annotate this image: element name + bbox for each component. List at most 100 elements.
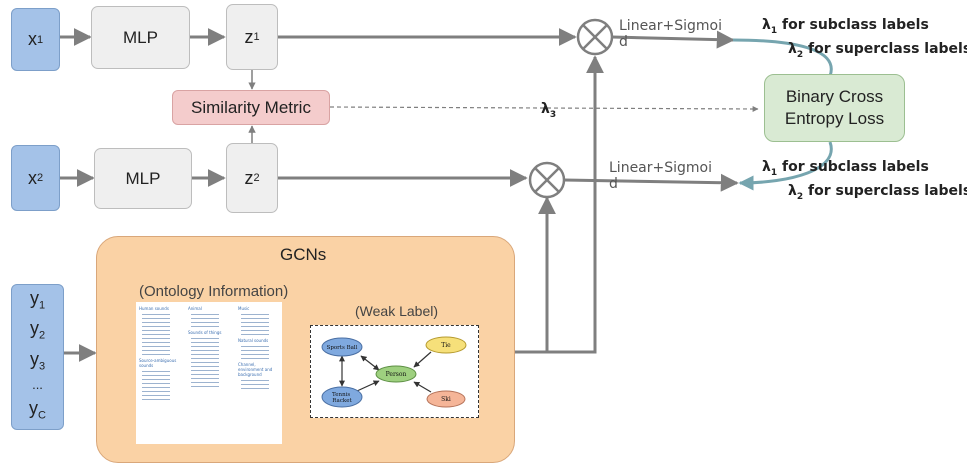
lambda2-superclass-bottom: λ2 for superclass labels [788, 183, 967, 202]
arrow-gcn-to-multiply-bottom [515, 196, 556, 354]
x1-base: x [27, 29, 37, 49]
mlp-top-label: MLP [123, 27, 158, 47]
node-sports-ball [321, 337, 363, 357]
ontology-thumbnail: Human sounds Source-ambiguous sounds Ani… [136, 302, 282, 444]
ontology-item-line [142, 322, 170, 323]
node-label-tie: Tie [441, 342, 451, 349]
ontology-item-line [191, 358, 219, 359]
ontology-item-line [241, 350, 269, 351]
curve-bottom-to-loss [738, 141, 833, 191]
similarity-metric-box: Similarity Metric [172, 90, 330, 125]
z1-sub: 1 [253, 31, 260, 43]
ontology-item-line [191, 326, 219, 327]
linear-sigmoid-bottom: Linear+Sigmoi d [609, 160, 712, 192]
edge-sportsball-person [360, 355, 380, 371]
multiply-cross-top-b [582, 24, 608, 50]
ontology-header-animal: Animal [188, 306, 202, 311]
ontology-header-human: Human sounds [139, 306, 169, 311]
node-label-tennis-racket-l1: Tennis [332, 392, 350, 398]
ontology-column-1: Human sounds Source-ambiguous sounds [139, 306, 179, 403]
ontology-item-line [142, 375, 170, 376]
ontology-item-line [191, 382, 219, 383]
node-label-ski: Ski [441, 396, 451, 403]
ontology-item-line [191, 346, 219, 347]
ontology-item-line [191, 314, 219, 315]
ontology-header-natural: Natural sounds [238, 338, 269, 343]
node-label-sports-ball: Sports Ball [327, 345, 358, 351]
edge-racket-person [356, 380, 380, 392]
ontology-item-line [142, 318, 170, 319]
arrow-multiply-to-loss-bottom [563, 173, 739, 192]
ontology-item-line [142, 379, 170, 380]
weak-label-graph: Sports Ball Tie Person Tennis Racket Ski [310, 325, 479, 418]
node-person [375, 365, 417, 383]
loss-line1: Binary Cross [785, 87, 884, 106]
edge-ski-person [413, 381, 432, 393]
ontology-item-line [191, 378, 219, 379]
ontology-item-line [191, 362, 219, 363]
ontology-item-line [191, 354, 219, 355]
ontology-item-line [241, 318, 269, 319]
ontology-item-line [191, 370, 219, 371]
ontology-item-line [241, 334, 269, 335]
y-line-ellipsis: ... [32, 377, 43, 393]
ontology-item-line [142, 346, 170, 347]
y-line-2: y2 [29, 318, 46, 342]
node-ski [426, 390, 466, 408]
ontology-item-line [241, 354, 269, 355]
ontology-item-line [142, 391, 170, 392]
ontology-item-line [241, 388, 269, 389]
linear-sigmoid-top: Linear+Sigmoi d [619, 18, 722, 50]
ontology-item-line [142, 387, 170, 388]
node-label-person: Person [386, 371, 407, 378]
ontology-lines-natural [238, 346, 278, 359]
ontology-item-line [142, 350, 170, 351]
ontology-item-line [191, 322, 219, 323]
node-label-tennis-racket: Tennis Racket [332, 392, 352, 404]
ontology-header-source: Source-ambiguous sounds [139, 358, 177, 368]
lambda1-subclass-bottom: λ1 for subclass labels [762, 159, 929, 178]
weak-label-graph-svg: Sports Ball Tie Person Tennis Racket Ski [321, 336, 467, 408]
ontology-item-line [142, 314, 170, 315]
edge-tie-person [413, 351, 432, 368]
y-line-3: y3 [29, 348, 46, 373]
gcn-title: GCNs [280, 245, 327, 264]
input-y-labels: y1 y2 y3 ... yC [11, 284, 64, 430]
ontology-item-line [241, 322, 269, 323]
ontology-item-line [142, 334, 170, 335]
ontology-item-line [191, 350, 219, 351]
ontology-item-line [191, 338, 219, 339]
ontology-item-line [241, 358, 269, 359]
ontology-item-line [191, 318, 219, 319]
ontology-item-line [241, 380, 269, 381]
ontology-header-things: Sounds of things [188, 330, 222, 335]
ontology-item-line [142, 330, 170, 331]
ontology-item-line [142, 371, 170, 372]
lambda2-superclass-top: λ2 for superclass labels [788, 41, 967, 60]
z2-sub: 2 [253, 172, 260, 184]
mlp-bottom: MLP [94, 148, 192, 209]
ontology-item-line [142, 326, 170, 327]
ontology-lines-source [139, 371, 179, 400]
y-line-1: y1 [29, 287, 46, 312]
node-tennis-racket [321, 386, 363, 408]
ontology-item-line [191, 386, 219, 387]
ontology-title: (Ontology Information) [139, 283, 289, 300]
z1-base: z [244, 26, 254, 47]
mlp-top: MLP [91, 6, 190, 69]
x1-sub: 1 [36, 33, 44, 46]
ontology-item-line [241, 346, 269, 347]
ontology-item-line [241, 326, 269, 327]
ontology-item-line [142, 395, 170, 396]
similarity-label: Similarity Metric [191, 97, 311, 117]
loss-line2: Entropy Loss [784, 109, 885, 128]
ontology-lines-things [188, 338, 221, 387]
ontology-lines-channel [238, 380, 278, 389]
lambda1-subclass-top: λ1 for subclass labels [762, 17, 929, 36]
ontology-item-line [241, 330, 269, 331]
y-line-c: yC [29, 397, 46, 422]
arrow-multiply-to-loss-top [611, 30, 735, 49]
